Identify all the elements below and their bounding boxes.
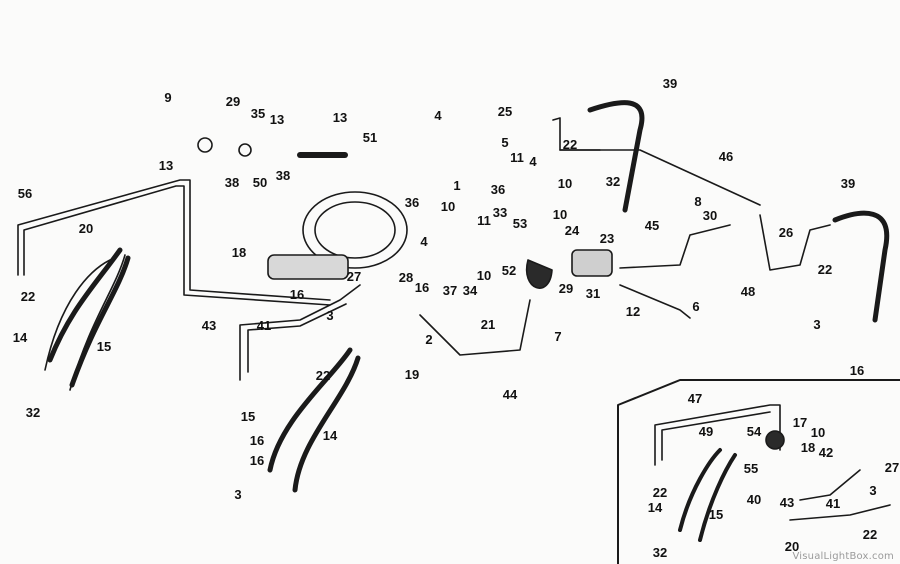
callout-41: 41 xyxy=(256,318,272,333)
callout-25: 25 xyxy=(497,104,513,119)
callout-29: 29 xyxy=(225,94,241,109)
callout-52: 52 xyxy=(501,263,517,278)
callout-19: 19 xyxy=(404,367,420,382)
callout-16: 16 xyxy=(249,433,265,448)
callout-48: 48 xyxy=(740,284,756,299)
callout-37: 37 xyxy=(442,283,458,298)
callout-51: 51 xyxy=(362,130,378,145)
callout-6: 6 xyxy=(692,299,700,314)
callout-7: 7 xyxy=(554,329,562,344)
callout-14: 14 xyxy=(12,330,28,345)
callout-44: 44 xyxy=(502,387,518,402)
callout-32: 32 xyxy=(25,405,41,420)
callout-10: 10 xyxy=(810,425,826,440)
callout-16: 16 xyxy=(849,363,865,378)
callout-41: 41 xyxy=(825,496,841,511)
callout-39: 39 xyxy=(662,76,678,91)
watermark: VisualLightBox.com xyxy=(792,551,894,562)
callout-49: 49 xyxy=(698,424,714,439)
callout-10: 10 xyxy=(440,199,456,214)
callout-32: 32 xyxy=(652,545,668,560)
callout-18: 18 xyxy=(231,245,247,260)
callout-22: 22 xyxy=(562,137,578,152)
callout-27: 27 xyxy=(884,460,900,475)
callout-10: 10 xyxy=(557,176,573,191)
callout-26: 26 xyxy=(778,225,794,240)
callout-20: 20 xyxy=(784,539,800,554)
callout-42: 42 xyxy=(818,445,834,460)
callout-22: 22 xyxy=(862,527,878,542)
callout-4: 4 xyxy=(420,234,428,249)
callout-21: 21 xyxy=(480,317,496,332)
callout-18: 18 xyxy=(800,440,816,455)
callout-12: 12 xyxy=(625,304,641,319)
callout-53: 53 xyxy=(512,216,528,231)
callout-14: 14 xyxy=(322,428,338,443)
callout-35: 35 xyxy=(250,106,266,121)
callout-22: 22 xyxy=(315,368,331,383)
callout-22: 22 xyxy=(20,289,36,304)
callout-22: 22 xyxy=(817,262,833,277)
callout-29: 29 xyxy=(558,281,574,296)
callout-3: 3 xyxy=(869,483,877,498)
callout-24: 24 xyxy=(564,223,580,238)
callout-54: 54 xyxy=(746,424,762,439)
callout-38: 38 xyxy=(224,175,240,190)
callout-28: 28 xyxy=(398,270,414,285)
callout-3: 3 xyxy=(326,308,334,323)
callout-40: 40 xyxy=(746,492,762,507)
callout-15: 15 xyxy=(708,507,724,522)
callout-45: 45 xyxy=(644,218,660,233)
callout-4: 4 xyxy=(434,108,442,123)
callout-13: 13 xyxy=(269,112,285,127)
callout-32: 32 xyxy=(605,174,621,189)
callout-4: 4 xyxy=(529,154,537,169)
callout-23: 23 xyxy=(599,231,615,246)
callout-11: 11 xyxy=(477,213,491,228)
callout-2: 2 xyxy=(425,332,433,347)
callout-8: 8 xyxy=(694,194,702,209)
callout-10: 10 xyxy=(476,268,492,283)
callout-43: 43 xyxy=(201,318,217,333)
callout-47: 47 xyxy=(687,391,703,406)
callout-3: 3 xyxy=(813,317,821,332)
callout-16: 16 xyxy=(289,287,305,302)
callout-30: 30 xyxy=(702,208,718,223)
callout-39: 39 xyxy=(840,176,856,191)
callout-33: 33 xyxy=(492,205,508,220)
callout-50: 50 xyxy=(252,175,268,190)
callout-20: 20 xyxy=(78,221,94,236)
callout-5: 5 xyxy=(501,135,509,150)
callout-15: 15 xyxy=(240,409,256,424)
callout-13: 13 xyxy=(332,110,348,125)
callout-56: 56 xyxy=(17,186,33,201)
callout-16: 16 xyxy=(249,453,265,468)
callout-34: 34 xyxy=(462,283,478,298)
callout-9: 9 xyxy=(164,90,172,105)
callout-1: 1 xyxy=(453,178,461,193)
callout-31: 31 xyxy=(585,286,601,301)
callout-36: 36 xyxy=(490,182,506,197)
callout-10: 10 xyxy=(552,207,568,222)
callout-15: 15 xyxy=(96,339,112,354)
callout-43: 43 xyxy=(779,495,795,510)
callout-36: 36 xyxy=(404,195,420,210)
callout-27: 27 xyxy=(346,269,362,284)
callout-46: 46 xyxy=(718,149,734,164)
callout-55: 55 xyxy=(743,461,759,476)
callout-14: 14 xyxy=(647,500,663,515)
callout-3: 3 xyxy=(234,487,242,502)
callout-13: 13 xyxy=(158,158,174,173)
callout-22: 22 xyxy=(652,485,668,500)
callout-16: 16 xyxy=(414,280,430,295)
callout-11: 11 xyxy=(510,150,524,165)
callout-17: 17 xyxy=(792,415,808,430)
callout-38: 38 xyxy=(275,168,291,183)
